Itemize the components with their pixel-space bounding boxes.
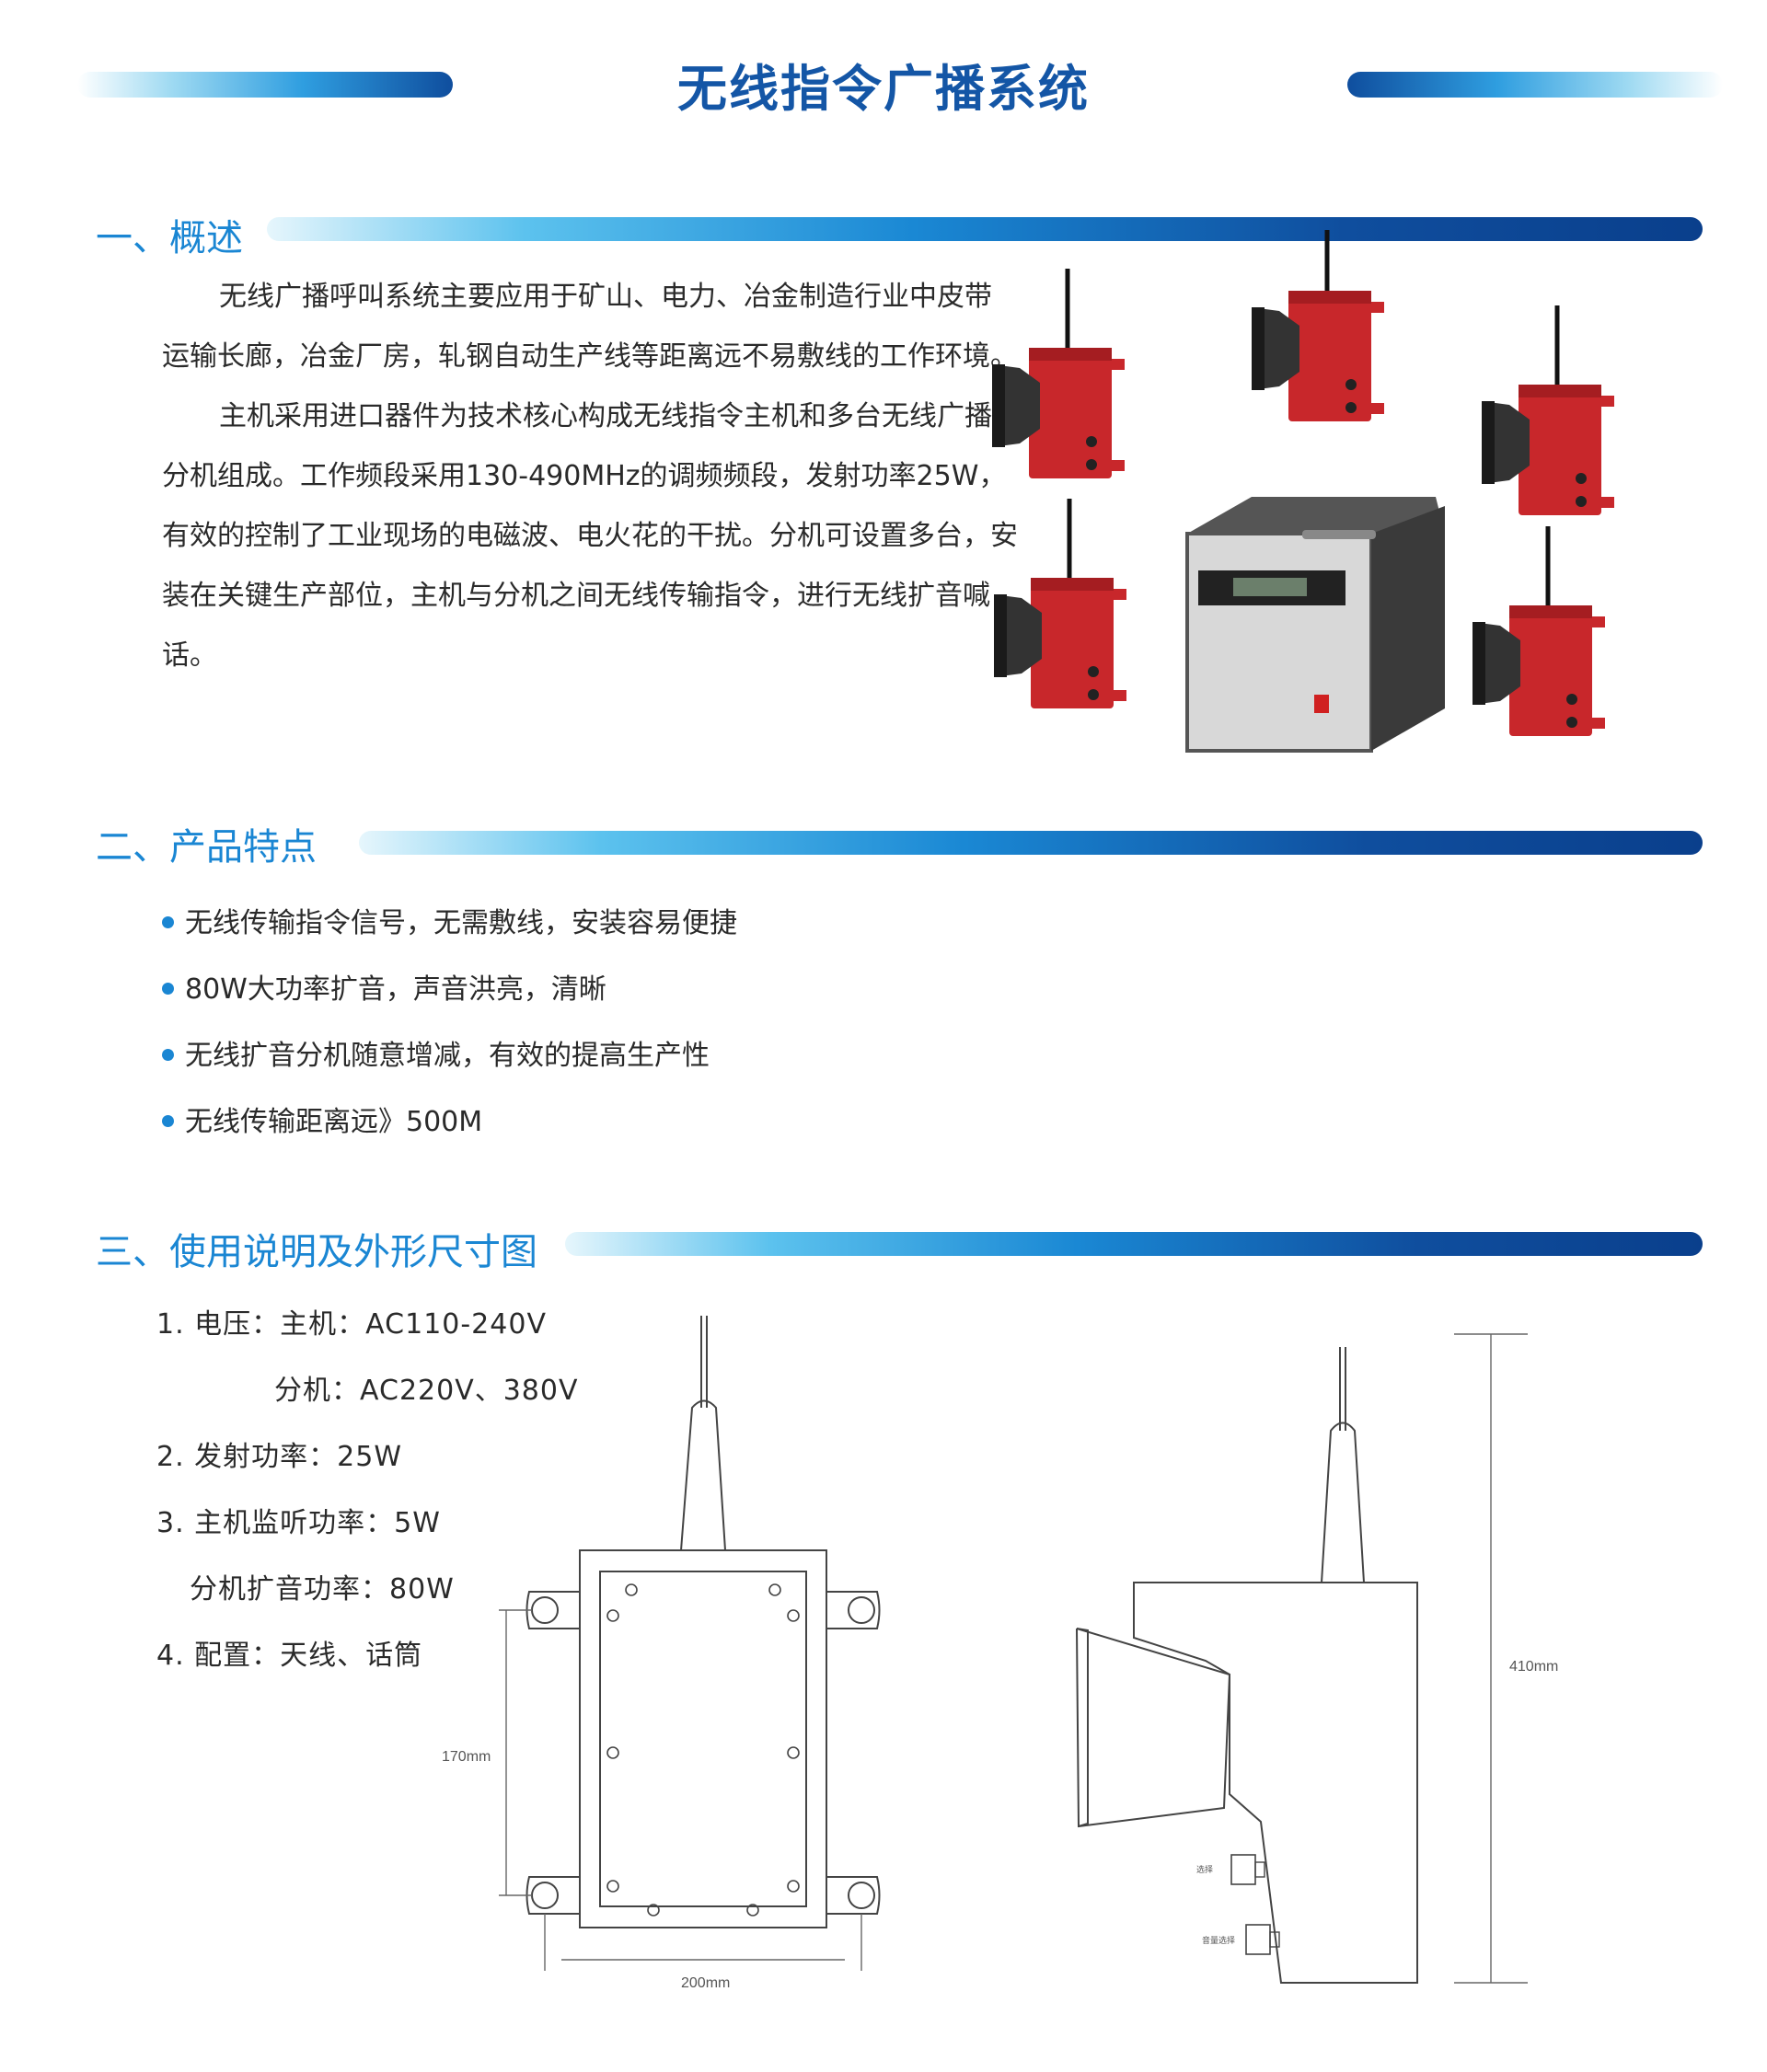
spec-amplifier-power: 分机扩音功率：80W [190, 1573, 455, 1606]
section-features-bar [359, 831, 1703, 855]
speaker-unit-1 [992, 269, 1125, 478]
speaker-unit-5 [1472, 526, 1605, 736]
overview-text: 无线广播呼叫系统主要应用于矿山、电力、冶金制造行业中皮带运输长廊，冶金厂房，轧钢… [162, 267, 1018, 685]
speaker-unit-3 [1482, 305, 1614, 515]
bullet-dot-icon [162, 983, 174, 995]
side-height-label: 410mm [1509, 1659, 1558, 1675]
feature-item: 无线传输距离远》500M [162, 1099, 482, 1139]
spec-voltage: 1. 电压：主机：AC110-240V [156, 1308, 547, 1341]
bullet-dot-icon [162, 916, 174, 928]
host-unit [1185, 497, 1445, 753]
section-usage-bar [565, 1232, 1703, 1256]
bullet-dot-icon [162, 1049, 174, 1061]
feature-item: 无线扩音分机随意增减，有效的提高生产性 [162, 1032, 710, 1073]
front-view-drawing: 170mm 200mm [442, 1316, 881, 1991]
section-features-heading: 二、产品特点 [96, 826, 317, 869]
speaker-unit-2 [1252, 230, 1384, 421]
spec-monitor-power: 3. 主机监听功率：5W [156, 1507, 441, 1539]
feature-item: 80W大功率扩音，声音洪亮，清晰 [162, 966, 606, 1007]
section-usage-heading: 三、使用说明及外形尺寸图 [96, 1231, 537, 1273]
spec-configuration: 4. 配置：天线、话筒 [156, 1640, 423, 1672]
title-bar-right [1347, 72, 1723, 98]
side-view-drawing: 410mm 选择 音量选择 [1076, 1333, 1558, 1984]
select-switch-label: 选择 [1196, 1864, 1213, 1875]
front-width-label: 200mm [681, 1975, 730, 1991]
front-height-label: 170mm [442, 1749, 491, 1765]
page-title: 无线指令广播系统 [677, 60, 1090, 118]
bullet-dot-icon [162, 1115, 174, 1127]
feature-item: 无线传输指令信号，无需敷线，安装容易便捷 [162, 900, 737, 940]
section-overview-heading: 一、概述 [96, 217, 243, 259]
overview-para-2: 主机采用进口器件为技术核心构成无线指令主机和多台无线广播分机组成。工作频段采用1… [162, 400, 1018, 672]
overview-para-1: 无线广播呼叫系统主要应用于矿山、电力、冶金制造行业中皮带运输长廊，冶金厂房，轧钢… [162, 281, 1018, 373]
speaker-unit-4 [994, 499, 1126, 708]
title-bar-left [77, 72, 453, 98]
product-photo [985, 230, 1647, 753]
volume-switch-label: 音量选择 [1202, 1935, 1235, 1946]
spec-transmit-power: 2. 发射功率：25W [156, 1441, 402, 1473]
spec-voltage-extension: 分机：AC220V、380V [274, 1375, 579, 1407]
section-overview-bar [267, 217, 1703, 241]
